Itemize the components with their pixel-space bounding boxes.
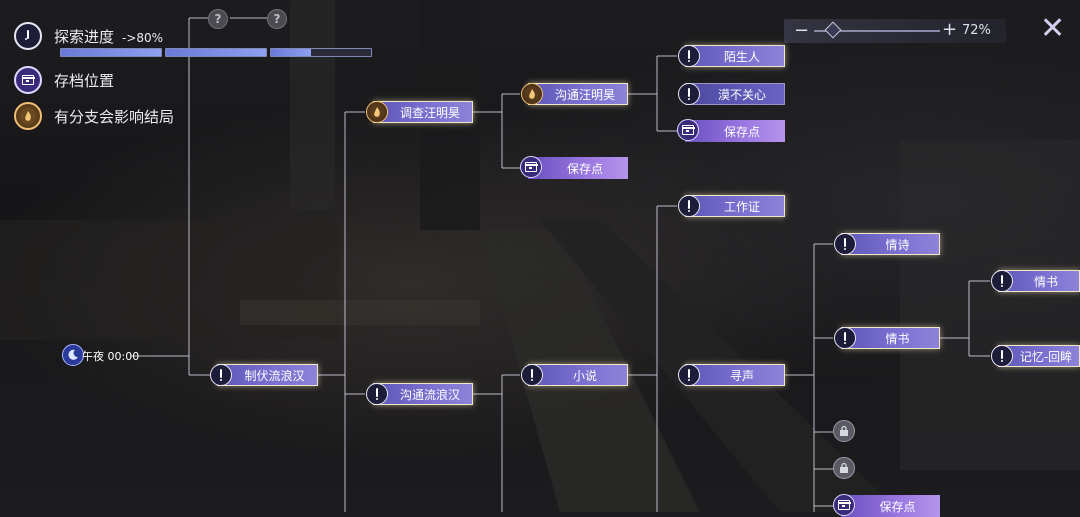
exclamation-icon <box>521 364 543 386</box>
progress-value: ->80% <box>122 30 164 45</box>
zoom-percent: 72% <box>962 23 991 38</box>
save-node[interactable]: 保存点 <box>833 494 940 517</box>
flame-icon <box>366 101 388 123</box>
close-button[interactable]: ✕ <box>1040 11 1066 46</box>
zoom-slider-track[interactable] <box>814 30 940 32</box>
story-node[interactable]: 沟通流浪汉 <box>366 383 473 405</box>
lock-icon <box>833 457 855 479</box>
story-node-label: 工作证 <box>723 199 760 214</box>
story-node-label: 制伏流浪汉 <box>244 368 305 383</box>
story-node-label: 寻声 <box>729 368 754 383</box>
zoom-control: − + 72% <box>784 19 1006 43</box>
exclamation-icon <box>834 327 856 349</box>
progress-segment <box>165 48 267 57</box>
flame-icon <box>14 102 42 130</box>
story-node-label: 小说 <box>572 368 597 383</box>
story-node[interactable]: 情书 <box>834 327 940 349</box>
story-node-label: 调查汪明昊 <box>399 105 460 120</box>
save-legend-label: 存档位置 <box>54 71 115 90</box>
legend-branch: 有分支会影响结局 <box>14 102 174 130</box>
story-node[interactable]: 调查汪明昊 <box>366 101 473 123</box>
moon-icon <box>62 344 84 366</box>
locked-node[interactable] <box>833 420 855 443</box>
folder-icon <box>520 156 542 178</box>
exclamation-icon <box>991 270 1013 292</box>
exclamation-icon <box>210 364 232 386</box>
lock-icon <box>833 420 855 442</box>
progress-segment <box>270 48 372 57</box>
story-node[interactable]: 记忆-回眸 <box>991 345 1080 367</box>
story-node-label: 漠不关心 <box>717 87 766 102</box>
story-node[interactable]: 漠不关心 <box>678 83 785 105</box>
folder-icon <box>833 494 855 516</box>
zoom-out-button[interactable]: − <box>794 20 810 41</box>
story-node[interactable]: 沟通汪明昊 <box>521 83 628 105</box>
exclamation-icon <box>678 364 700 386</box>
exclamation-icon <box>834 233 856 255</box>
story-node[interactable]: 陌生人 <box>678 45 785 67</box>
story-node-label: 情书 <box>1033 274 1058 289</box>
save-node[interactable]: 保存点 <box>677 119 785 142</box>
flame-icon <box>521 83 543 105</box>
locked-node[interactable] <box>833 457 855 480</box>
story-node[interactable]: 情诗 <box>834 233 940 255</box>
save-node-label: 保存点 <box>879 499 916 514</box>
exclamation-icon <box>991 345 1013 367</box>
start-node-label: 午夜 00:00 <box>82 350 140 363</box>
story-node-label: 记忆-回眸 <box>1019 349 1073 364</box>
save-node[interactable]: 保存点 <box>520 156 628 179</box>
story-node[interactable]: 制伏流浪汉 <box>210 364 318 386</box>
zoom-slider-thumb[interactable] <box>824 21 842 39</box>
folder-icon <box>677 119 699 141</box>
legend-progress: 探索进度 ->80% <box>14 22 163 50</box>
story-node[interactable]: 情书 <box>991 270 1080 292</box>
story-node[interactable]: 工作证 <box>678 195 785 217</box>
story-node[interactable]: 小说 <box>521 364 628 386</box>
story-node-label: 情诗 <box>885 237 910 252</box>
story-node-label: 沟通流浪汉 <box>399 387 460 402</box>
locked-question-marker[interactable]: ? <box>267 9 287 29</box>
save-node-label: 保存点 <box>723 124 760 139</box>
progress-segment <box>60 48 162 57</box>
save-node-label: 保存点 <box>566 161 603 176</box>
start-node[interactable]: 午夜 00:00 <box>62 344 152 367</box>
progress-label: 探索进度 <box>54 27 115 46</box>
exclamation-icon <box>678 195 700 217</box>
story-node-label: 沟通汪明昊 <box>554 87 615 102</box>
story-node-label: 陌生人 <box>723 49 760 64</box>
branch-legend-label: 有分支会影响结局 <box>54 107 175 126</box>
zoom-in-button[interactable]: + <box>942 19 958 40</box>
locked-question-marker[interactable]: ? <box>208 9 228 29</box>
legend-save: 存档位置 <box>14 66 114 94</box>
exclamation-icon <box>678 45 700 67</box>
story-node[interactable]: 寻声 <box>678 364 785 386</box>
exclamation-icon <box>678 83 700 105</box>
progress-bar <box>60 48 372 57</box>
folder-icon <box>14 66 42 94</box>
story-node-label: 情书 <box>885 331 910 346</box>
exclamation-icon <box>366 383 388 405</box>
exclamation-icon <box>14 22 42 50</box>
